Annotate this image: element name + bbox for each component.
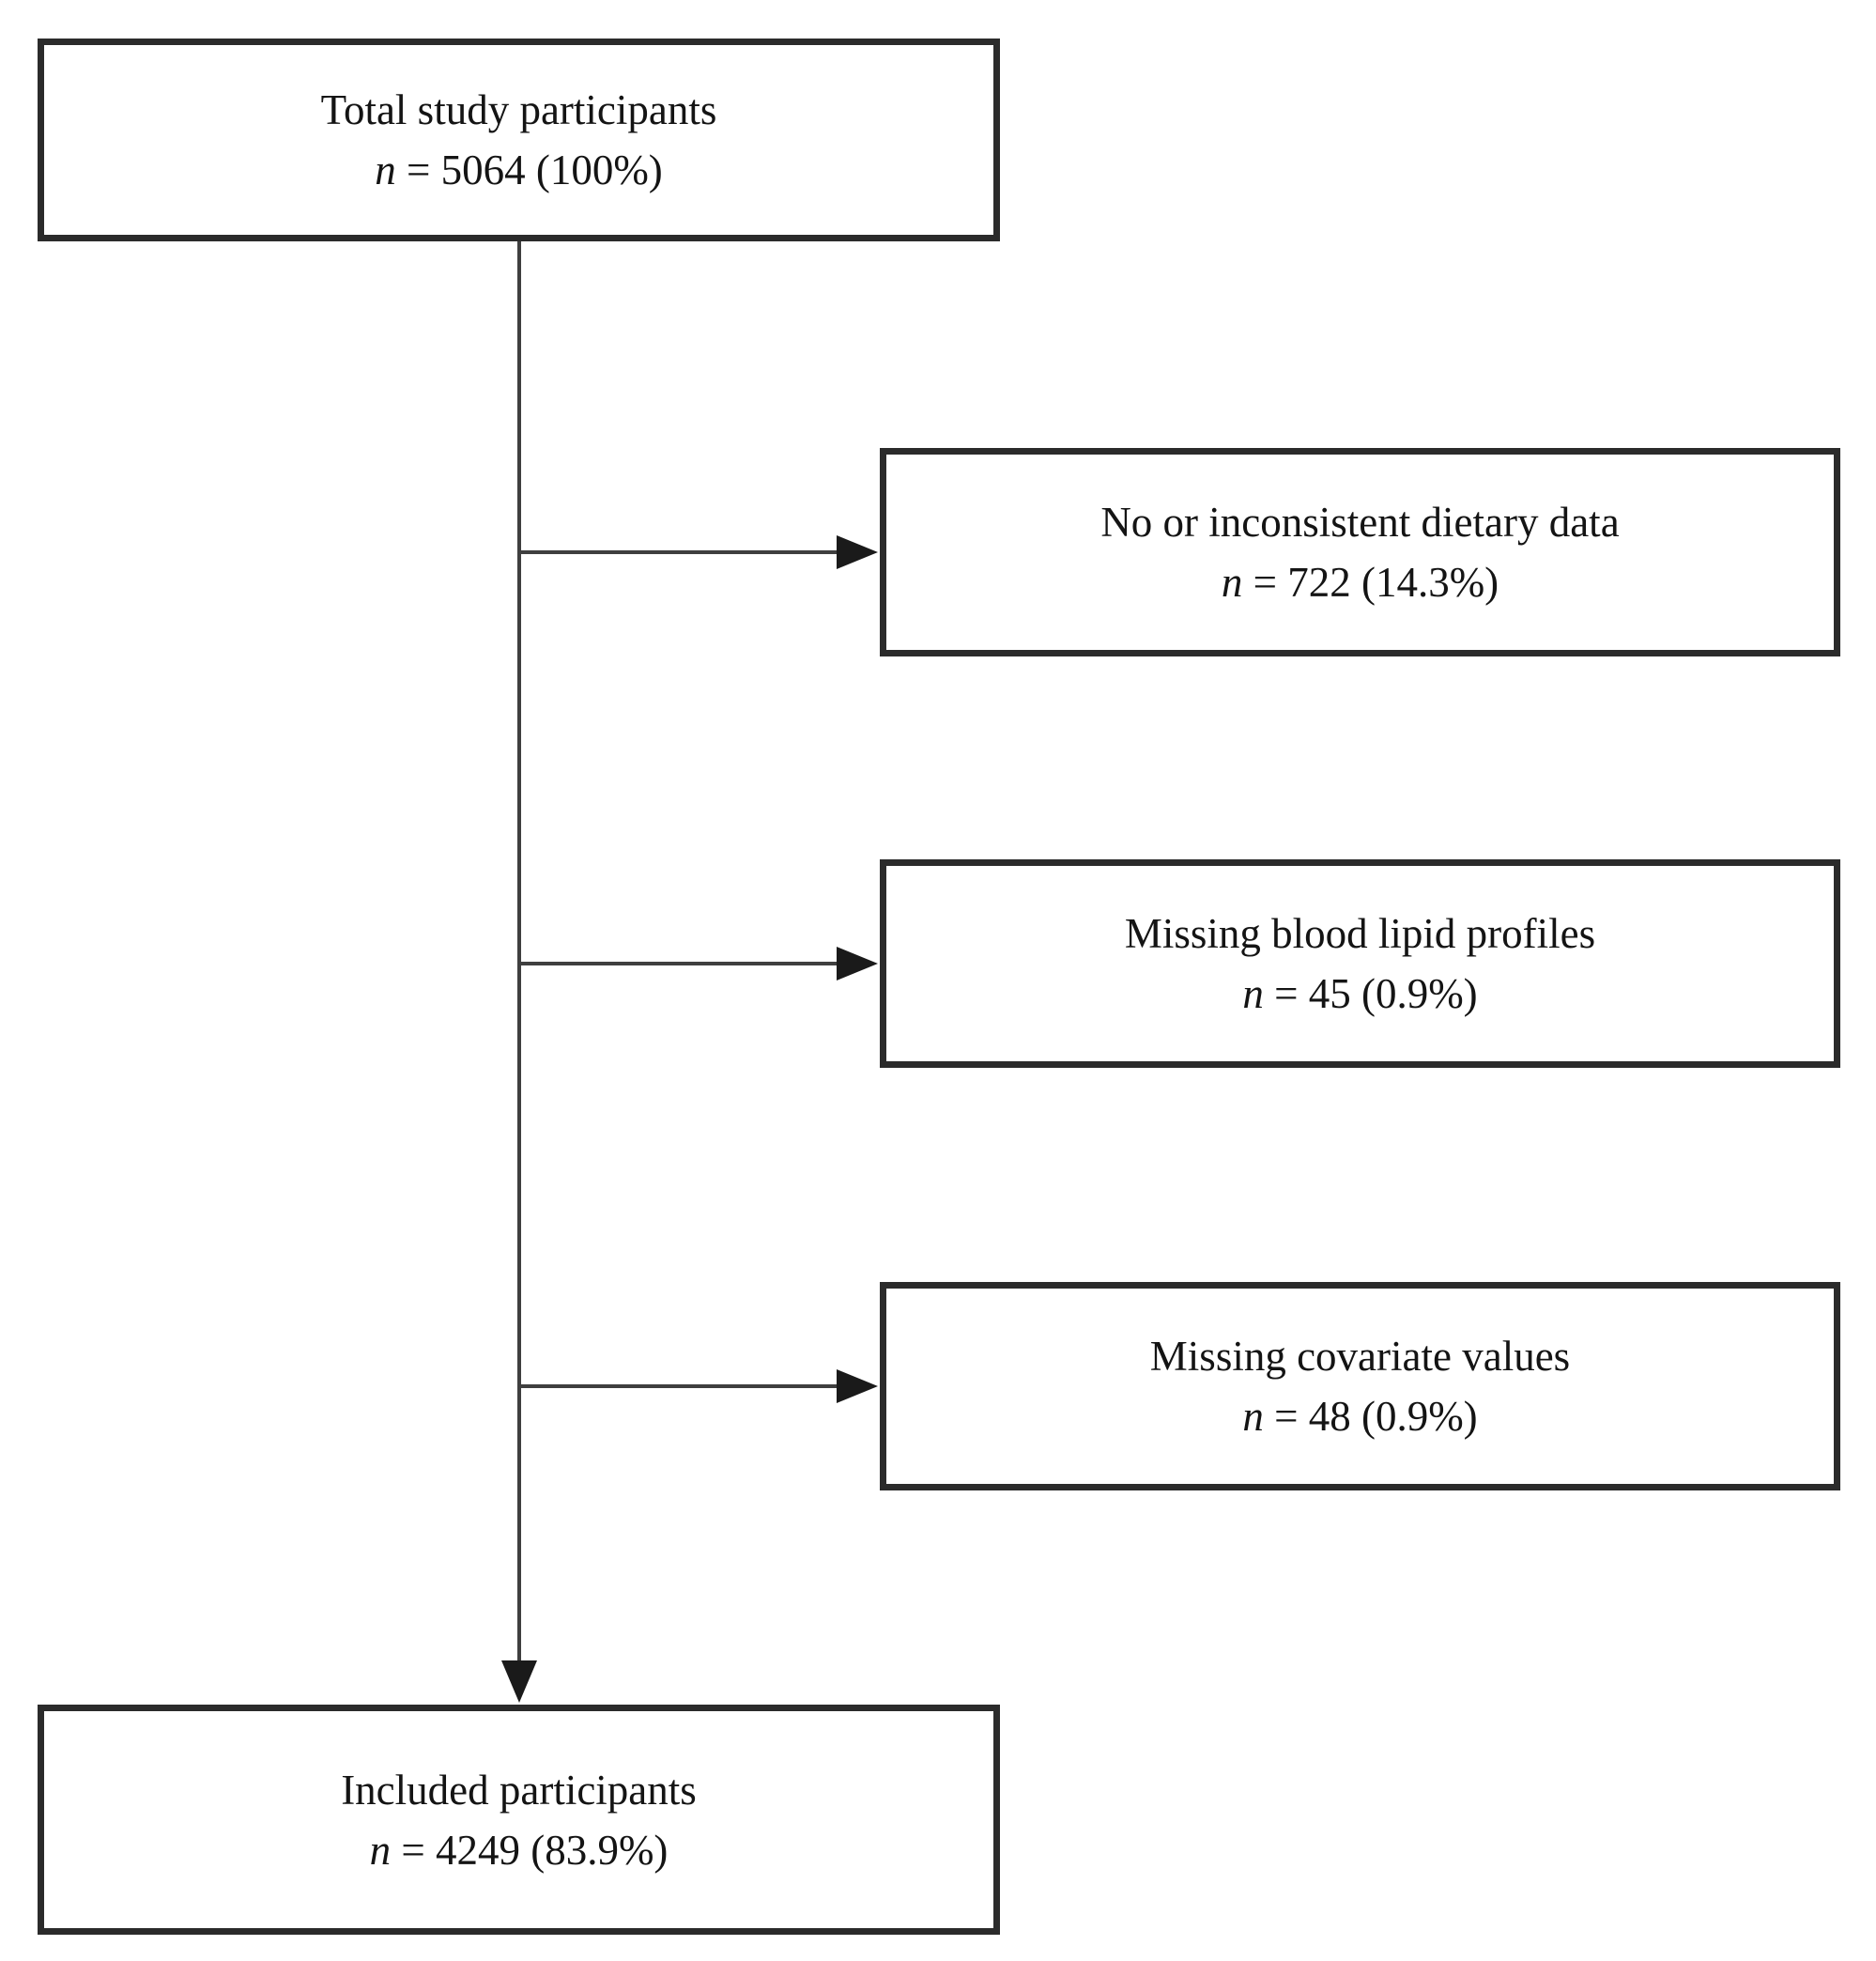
arrow-right-icon: [837, 535, 878, 569]
n-symbol: n: [1242, 1393, 1264, 1440]
node-label: No or inconsistent dietary data: [1100, 499, 1620, 546]
node-label: Included participants: [341, 1766, 697, 1814]
n-symbol: n: [1221, 559, 1243, 606]
node-stat: n = 722 (14.3%): [1222, 552, 1499, 612]
stat-value: = 722 (14.3%): [1242, 559, 1499, 606]
node-total-participants: Total study participants n = 5064 (100%): [38, 39, 1000, 241]
node-label: Missing blood lipid profiles: [1124, 910, 1596, 957]
stat-value: = 45 (0.9%): [1263, 970, 1478, 1017]
n-symbol: n: [375, 147, 396, 193]
node-excluded-dietary: No or inconsistent dietary data n = 722 …: [880, 448, 1840, 656]
n-symbol: n: [369, 1826, 392, 1874]
node-included-participants: Included participants n = 4249 (83.9%): [38, 1705, 1000, 1935]
node-excluded-lipid: Missing blood lipid profiles n = 45 (0.9…: [880, 859, 1840, 1068]
stat-value: = 5064 (100%): [395, 147, 663, 193]
node-label: Missing covariate values: [1149, 1333, 1571, 1380]
arrow-right-icon: [837, 1369, 878, 1403]
stat-value: = 4249 (83.9%): [391, 1826, 669, 1874]
arrow-right-icon: [837, 947, 878, 980]
node-stat: n = 5064 (100%): [375, 140, 663, 200]
node-stat: n = 45 (0.9%): [1242, 964, 1477, 1024]
node-stat: n = 4249 (83.9%): [370, 1820, 669, 1880]
node-stat: n = 48 (0.9%): [1242, 1386, 1477, 1446]
node-label: Total study participants: [320, 86, 717, 133]
stat-value: = 48 (0.9%): [1263, 1393, 1478, 1440]
n-symbol: n: [1242, 970, 1264, 1017]
node-excluded-covariate: Missing covariate values n = 48 (0.9%): [880, 1282, 1840, 1490]
arrow-down-icon: [501, 1660, 537, 1703]
